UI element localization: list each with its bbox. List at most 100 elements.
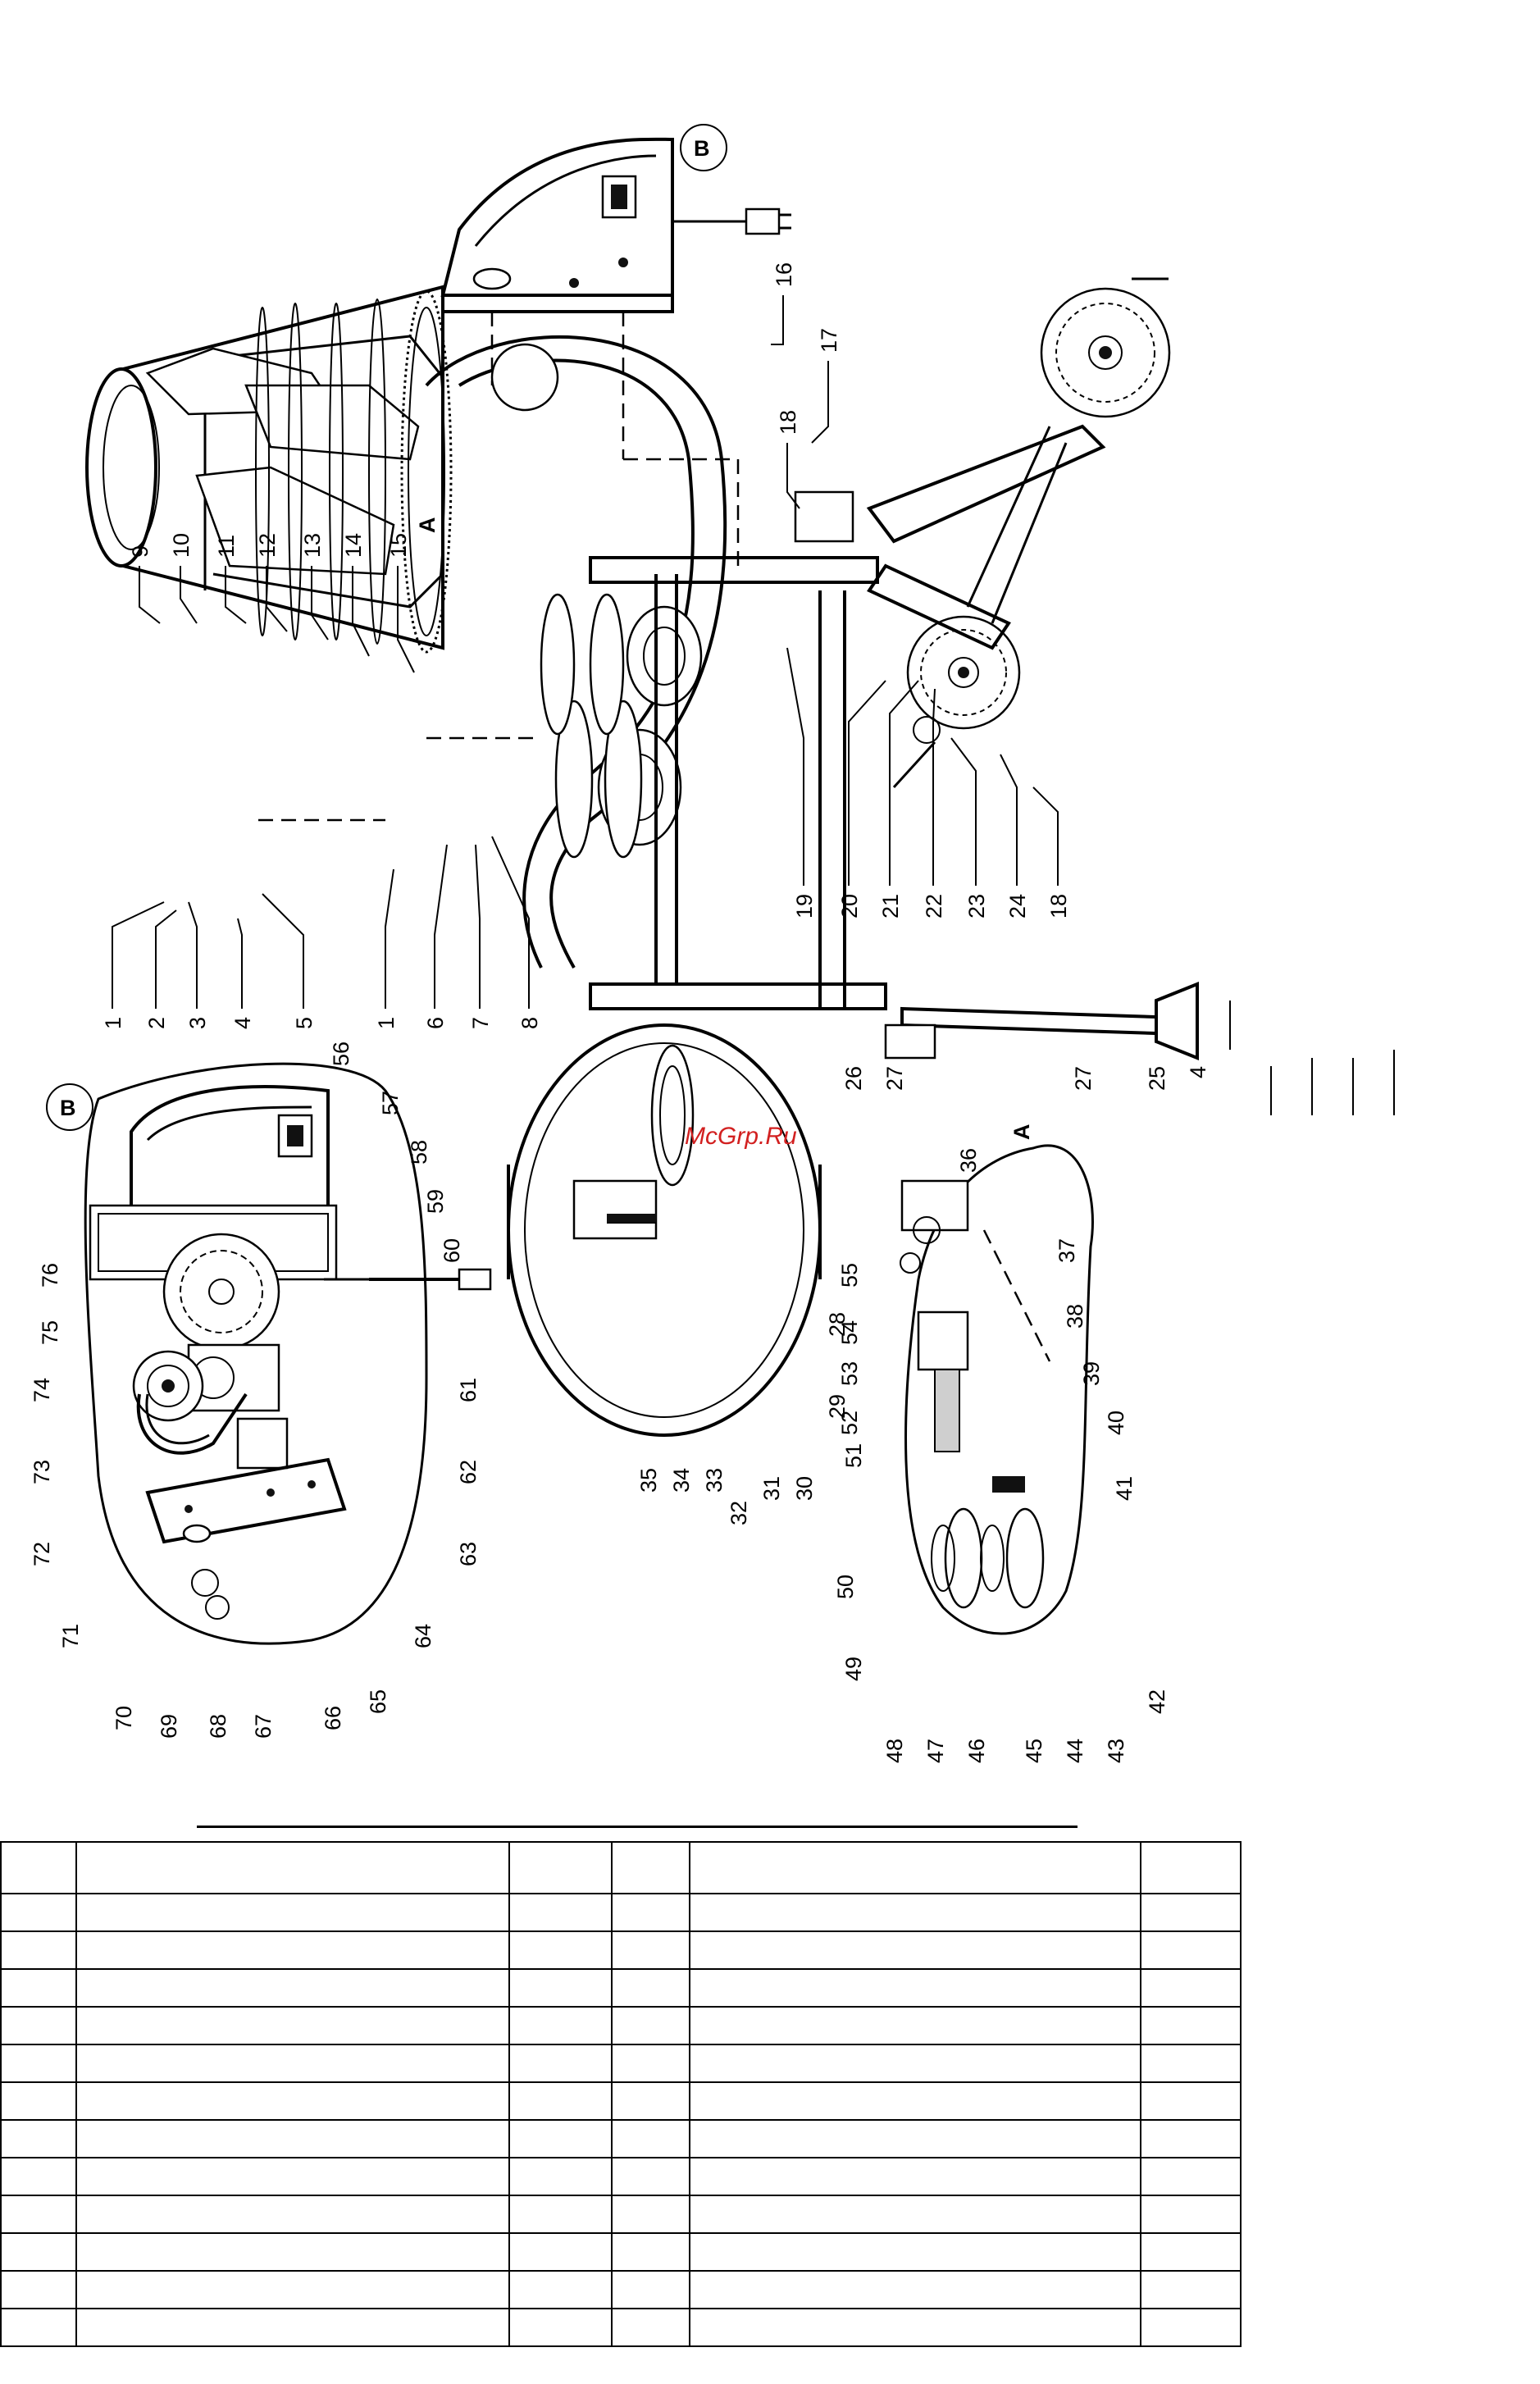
- callout-label: 7: [468, 1017, 493, 1029]
- callout-label: 21: [878, 894, 903, 919]
- table-cell: [508, 2270, 613, 2309]
- callout-label: 4: [1186, 1066, 1210, 1078]
- table-cell: [0, 2232, 77, 2272]
- callout-b-detail: B: [60, 1096, 76, 1120]
- callout-label: 57: [378, 1091, 403, 1115]
- callout-label: 27: [1071, 1066, 1096, 1091]
- mixer-drum: [85, 285, 453, 654]
- callout-label: 67: [251, 1714, 276, 1739]
- callout-label: 20: [837, 894, 862, 919]
- callout-label: 45: [1022, 1739, 1046, 1763]
- callout-label: 19: [792, 894, 817, 919]
- table-cell: [75, 2270, 510, 2309]
- callout-label: 8: [517, 1017, 542, 1029]
- callout-label: 51: [841, 1443, 866, 1468]
- callout-label: 18: [1046, 894, 1071, 919]
- table-cell: [508, 2119, 613, 2158]
- handwheel: [507, 1023, 822, 1437]
- table-cell: [75, 2044, 510, 2083]
- table-cell: [508, 1930, 613, 1970]
- table-cell: [0, 2270, 77, 2309]
- table-row: [0, 1893, 1242, 1932]
- table-cell: [0, 2081, 77, 2121]
- table-cell: [508, 2157, 613, 2196]
- leader-lines: [112, 295, 1395, 1115]
- callout-label: 9: [128, 545, 153, 558]
- table-cell: [0, 1841, 77, 1894]
- table-row: [0, 2195, 1242, 2234]
- callout-label: 6: [423, 1017, 448, 1029]
- table-row: [0, 2308, 1242, 2347]
- separator-rule: [197, 1826, 1078, 1828]
- callout-label: 68: [206, 1714, 230, 1739]
- callout-label: 33: [702, 1468, 727, 1493]
- wheel-right-bottom: [906, 615, 1021, 744]
- table-cell: [689, 1893, 1141, 1932]
- callout-label: 55: [837, 1263, 862, 1288]
- callout-label: 16: [772, 262, 796, 287]
- callout-label: 15: [386, 533, 411, 558]
- table-cell: [508, 1968, 613, 2008]
- callout-label: 48: [882, 1739, 907, 1763]
- table-cell: [689, 2006, 1141, 2045]
- table-cell: [75, 2232, 510, 2272]
- table-cell: [508, 2232, 613, 2272]
- table-cell: [508, 2195, 613, 2234]
- callout-label: 49: [841, 1657, 866, 1681]
- table-row: [0, 2270, 1242, 2309]
- parts-list-body: [0, 1841, 1242, 2347]
- table-row: [0, 2081, 1242, 2121]
- parts-list-table: [0, 1841, 1242, 2347]
- callout-label: 28: [825, 1312, 850, 1337]
- table-cell: [689, 2119, 1141, 2158]
- callout-label: 34: [669, 1468, 694, 1493]
- table-cell: [0, 1930, 77, 1970]
- callout-label: 25: [1145, 1066, 1169, 1091]
- callout-label: 54: [837, 1320, 862, 1345]
- table-cell: [611, 2195, 690, 2234]
- table-cell: [1140, 1968, 1242, 2008]
- table-cell: [508, 1841, 613, 1894]
- table-row: [0, 2006, 1242, 2045]
- table-cell: [1140, 2195, 1242, 2234]
- table-cell: [1140, 1930, 1242, 1970]
- table-cell: [611, 2270, 690, 2309]
- watermark: McGrp.Ru: [685, 1123, 797, 1150]
- table-cell: [0, 2119, 77, 2158]
- table-row: [0, 1968, 1242, 2008]
- table-cell: [1140, 2232, 1242, 2272]
- table-cell: [1140, 2006, 1242, 2045]
- callout-label: 59: [423, 1189, 448, 1214]
- callout-label: 26: [841, 1066, 866, 1091]
- callout-label: 40: [1104, 1411, 1128, 1435]
- table-cell: [0, 1968, 77, 2008]
- table-cell: [689, 2044, 1141, 2083]
- table-cell: [75, 2157, 510, 2196]
- callout-b-main: B: [694, 136, 710, 161]
- table-cell: [611, 1841, 690, 1894]
- table-cell: [0, 2157, 77, 2196]
- a-frame-leg: [866, 424, 1106, 544]
- table-cell: [508, 2308, 613, 2347]
- callout-label: 44: [1063, 1739, 1087, 1763]
- table-cell: [611, 2308, 690, 2347]
- callout-label: 58: [407, 1140, 431, 1165]
- callout-label: 4: [230, 1017, 255, 1029]
- table-row: [0, 1930, 1242, 1970]
- table-cell: [1140, 2308, 1242, 2347]
- table-cell: [508, 1893, 613, 1932]
- table-row: [0, 2119, 1242, 2158]
- callout-label: 13: [300, 533, 325, 558]
- table-cell: [689, 2195, 1141, 2234]
- table-cell: [75, 1968, 510, 2008]
- callout-label: 27: [882, 1066, 907, 1091]
- table-cell: [1140, 2044, 1242, 2083]
- table-cell: [611, 2081, 690, 2121]
- table-cell: [611, 1968, 690, 2008]
- table-cell: [75, 1841, 510, 1894]
- table-cell: [0, 2308, 77, 2347]
- callout-label: 30: [792, 1476, 817, 1501]
- table-cell: [689, 1841, 1141, 1894]
- table-cell: [75, 2308, 510, 2347]
- callout-label: 12: [255, 533, 280, 558]
